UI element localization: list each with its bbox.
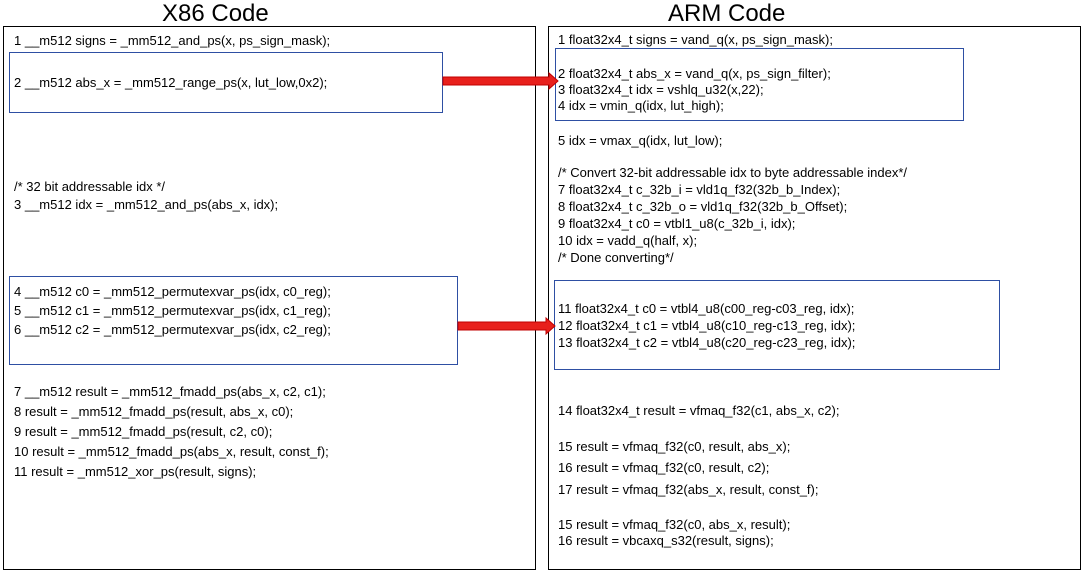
- x86-line-7: 7 __m512 result = _mm512_fmadd_ps(abs_x,…: [14, 384, 326, 399]
- arm-line-8: 8 float32x4_t c_32b_o = vld1q_f32(32b_b_…: [558, 199, 848, 214]
- x86-line-1: 1 __m512 signs = _mm512_and_ps(x, ps_sig…: [14, 33, 331, 48]
- arm-line-17: 17 result = vfmaq_f32(abs_x, result, con…: [558, 482, 819, 497]
- x86-panel: 1 __m512 signs = _mm512_and_ps(x, ps_sig…: [3, 26, 536, 570]
- arm-comment-convert: /* Convert 32-bit addressable idx to byt…: [558, 165, 908, 180]
- x86-line-8: 8 result = _mm512_fmadd_ps(result, abs_x…: [14, 404, 294, 419]
- arm-line-1: 1 float32x4_t signs = vand_q(x, ps_sign_…: [558, 32, 833, 47]
- x86-line-5: 5 __m512 c1 = _mm512_permutexvar_ps(idx,…: [14, 303, 331, 318]
- x86-line-4: 4 __m512 c0 = _mm512_permutexvar_ps(idx,…: [14, 284, 331, 299]
- arm-line-14: 14 float32x4_t result = vfmaq_f32(c1, ab…: [558, 403, 840, 418]
- x86-line-11: 11 result = _mm512_xor_ps(result, signs)…: [14, 464, 257, 479]
- x86-highlight-box-permute: [9, 276, 458, 365]
- arm-line-10: 10 idx = vadd_q(half, x);: [558, 233, 698, 248]
- arm-line-15b: 15 result = vfmaq_f32(c0, abs_x, result)…: [558, 517, 791, 532]
- x86-line-2: 2 __m512 abs_x = _mm512_range_ps(x, lut_…: [14, 75, 328, 90]
- arm-line-4: 4 idx = vmin_q(idx, lut_high);: [558, 98, 724, 113]
- arm-panel: 1 float32x4_t signs = vand_q(x, ps_sign_…: [548, 26, 1081, 570]
- arm-line-2: 2 float32x4_t abs_x = vand_q(x, ps_sign_…: [558, 66, 831, 81]
- arm-line-13: 13 float32x4_t c2 = vtbl4_u8(c20_reg-c23…: [558, 335, 856, 350]
- arm-line-7: 7 float32x4_t c_32b_i = vld1q_f32(32b_b_…: [558, 182, 841, 197]
- arrow-abs-x86-to-arm: [442, 71, 559, 91]
- x86-line-9: 9 result = _mm512_fmadd_ps(result, c2, c…: [14, 424, 273, 439]
- arm-line-16b: 16 result = vbcaxq_s32(result, signs);: [558, 533, 774, 548]
- x86-line-6: 6 __m512 c2 = _mm512_permutexvar_ps(idx,…: [14, 322, 331, 337]
- arm-line-15: 15 result = vfmaq_f32(c0, result, abs_x)…: [558, 439, 791, 454]
- arm-line-3: 3 float32x4_t idx = vshlq_u32(x,22);: [558, 82, 764, 97]
- arm-highlight-box-abs: [555, 48, 964, 121]
- arm-line-16: 16 result = vfmaq_f32(c0, result, c2);: [558, 460, 770, 475]
- arm-line-12: 12 float32x4_t c1 = vtbl4_u8(c10_reg-c13…: [558, 318, 856, 333]
- x86-title: X86 Code: [162, 0, 269, 27]
- arrow-permute-x86-to-arm: [457, 316, 556, 336]
- x86-line-10: 10 result = _mm512_fmadd_ps(abs_x, resul…: [14, 444, 329, 459]
- x86-comment-idx: /* 32 bit addressable idx */: [14, 179, 166, 194]
- arm-comment-done: /* Done converting*/: [558, 250, 674, 265]
- x86-line-3: 3 __m512 idx = _mm512_and_ps(abs_x, idx)…: [14, 197, 279, 212]
- arm-title: ARM Code: [668, 0, 786, 27]
- arm-line-11: 11 float32x4_t c0 = vtbl4_u8(c00_reg-c03…: [558, 301, 855, 316]
- arm-line-5: 5 idx = vmax_q(idx, lut_low);: [558, 133, 723, 148]
- arm-line-9: 9 float32x4_t c0 = vtbl1_u8(c_32b_i, idx…: [558, 216, 796, 231]
